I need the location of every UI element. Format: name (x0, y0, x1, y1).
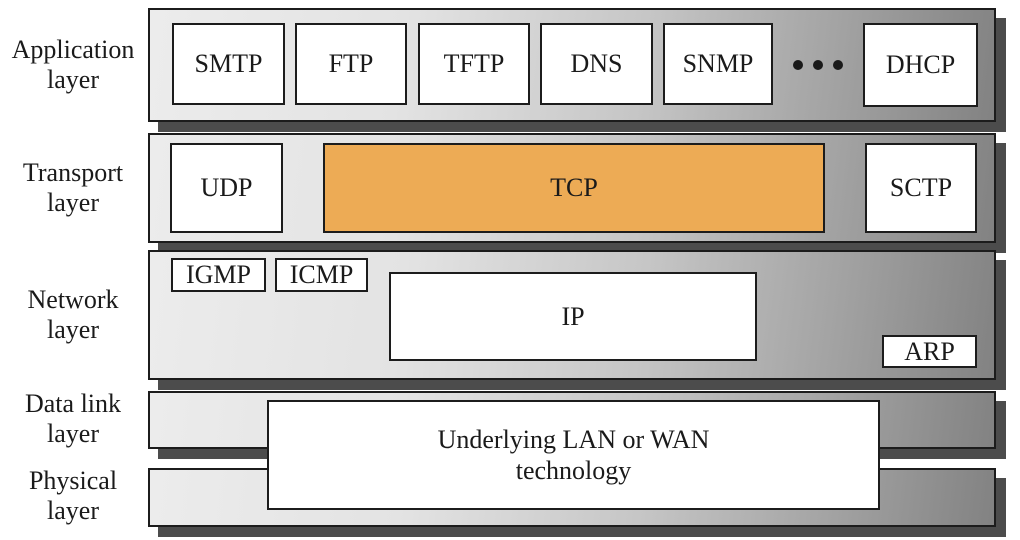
protocol-label: TCP (550, 173, 598, 202)
protocol-label: DHCP (885, 50, 956, 79)
protocol-label: SNMP (682, 49, 754, 78)
ellipsis-dot (833, 60, 843, 70)
lan-wan-label-line: technology (515, 456, 632, 485)
layer-label-line: layer (47, 496, 99, 525)
protocol-box-snmp: SNMP (663, 23, 773, 105)
protocol-box-tftp: TFTP (418, 23, 530, 105)
protocol-label: ARP (904, 336, 955, 366)
layer-label-line: Data link (24, 389, 122, 418)
layer-label-network: Network layer (0, 250, 146, 380)
layer-label-line: Network (27, 285, 119, 314)
protocol-label: FTP (328, 49, 374, 78)
protocol-box-smtp: SMTP (172, 23, 285, 105)
layer-label-data-link: Data link layer (0, 388, 146, 450)
layer-label-line: layer (47, 419, 99, 448)
protocol-box-sctp: SCTP (865, 143, 977, 233)
protocol-label: SMTP (194, 49, 263, 78)
protocol-box-dns: DNS (540, 23, 653, 105)
layer-label-transport: Transport layer (0, 133, 146, 243)
ellipsis-icon (793, 60, 843, 70)
protocol-label: TFTP (443, 49, 505, 78)
protocol-label: IP (561, 301, 585, 331)
layer-label-line: layer (47, 315, 99, 344)
protocol-box-ftp: FTP (295, 23, 407, 105)
layer-label-line: Transport (22, 158, 124, 187)
protocol-label: DNS (570, 49, 623, 78)
protocol-label: IGMP (185, 260, 251, 289)
protocol-box-arp: ARP (882, 335, 977, 368)
layer-label-line: Physical (28, 466, 118, 495)
layer-label-physical: Physical layer (0, 465, 146, 527)
protocol-box-tcp-highlighted: TCP (323, 143, 825, 233)
layer-label-line: Application (11, 35, 135, 64)
protocol-label: ICMP (289, 260, 354, 289)
ellipsis-dot (813, 60, 823, 70)
protocol-box-dhcp: DHCP (863, 23, 978, 107)
protocol-label: SCTP (889, 173, 953, 202)
protocol-box-igmp: IGMP (171, 258, 266, 292)
protocol-box-ip: IP (389, 272, 757, 361)
protocol-label: UDP (200, 173, 253, 202)
layer-label-line: layer (47, 65, 99, 94)
layer-label-application: Application layer (0, 8, 146, 122)
layer-label-line: layer (47, 188, 99, 217)
protocol-box-udp: UDP (170, 143, 283, 233)
underlying-lan-wan-technology-box: Underlying LAN or WAN technology (267, 400, 880, 510)
ellipsis-dot (793, 60, 803, 70)
lan-wan-label-line: Underlying LAN or WAN (437, 425, 710, 454)
protocol-box-icmp: ICMP (275, 258, 368, 292)
